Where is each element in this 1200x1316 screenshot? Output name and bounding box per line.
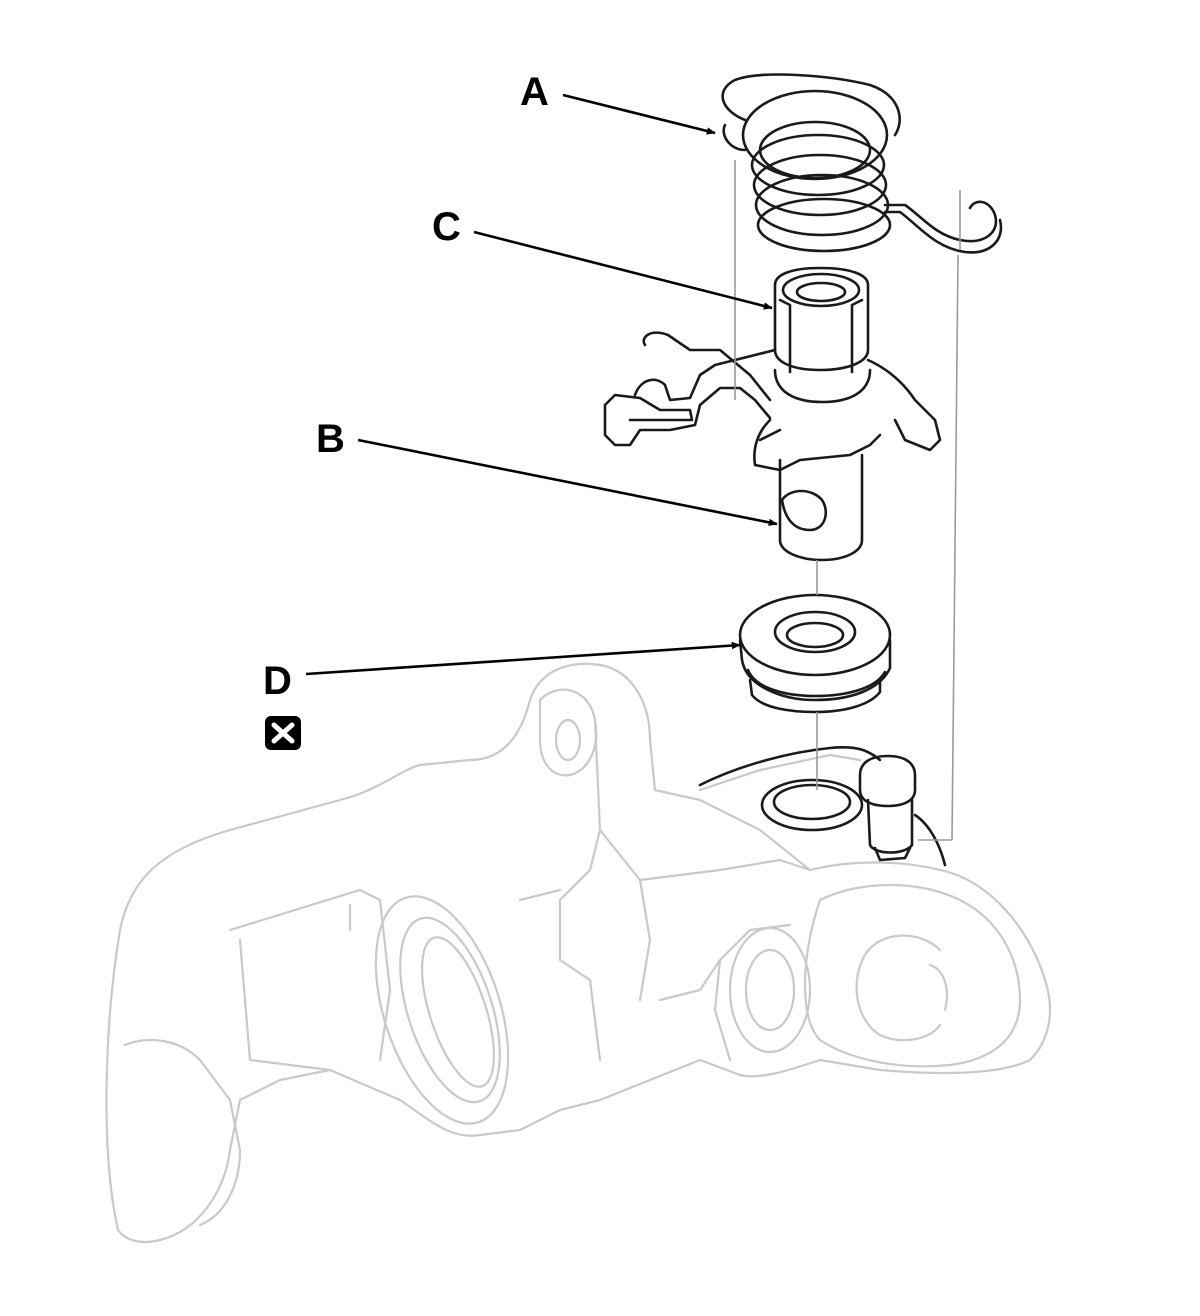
boot-d [738, 593, 892, 714]
adjuster-lever [603, 266, 942, 562]
callout-label-d: D [263, 659, 292, 703]
leader-b [357, 438, 778, 527]
callout-label-a: A [520, 70, 549, 114]
callout-label-c: C [432, 205, 461, 249]
leader-a [562, 93, 716, 135]
callout-leaders [305, 93, 778, 676]
leader-d [305, 641, 741, 676]
leader-c [473, 230, 773, 310]
callout-label-b: B [316, 417, 345, 461]
spring-a [721, 73, 1003, 254]
caliper-body [105, 662, 1052, 1244]
replace-part-icon [265, 716, 301, 750]
caliper-bore [698, 746, 947, 867]
alignment-lines [734, 160, 961, 841]
